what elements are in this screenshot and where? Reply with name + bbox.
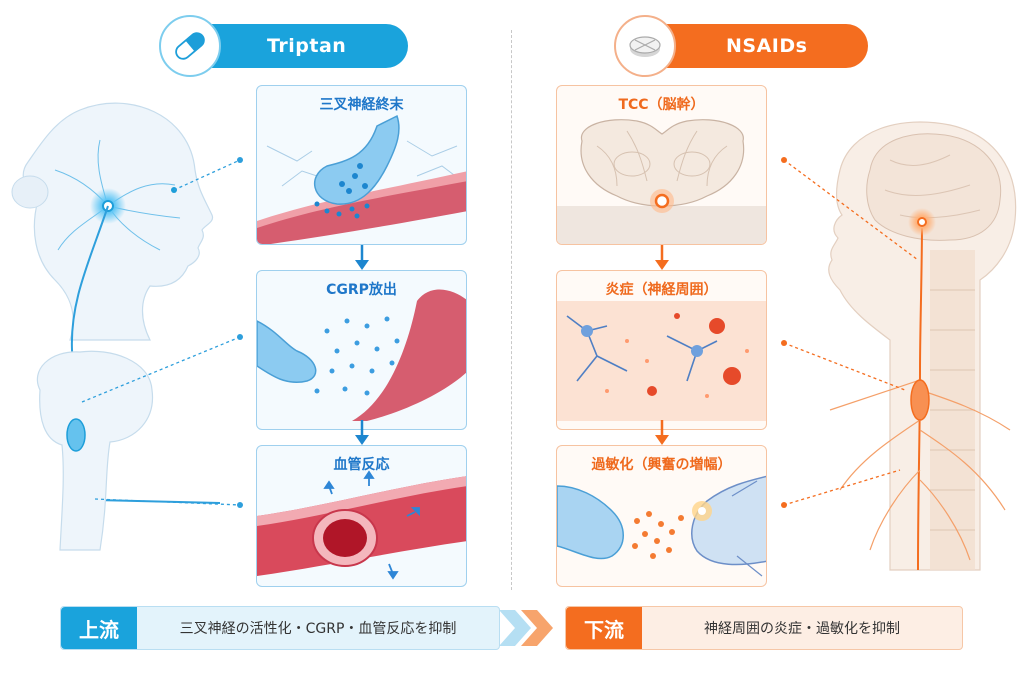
panel-title: 血管反応 <box>257 454 466 474</box>
triptan-title: Triptan <box>267 35 346 57</box>
panel-title: 三叉神経終末 <box>257 94 466 114</box>
panel-inflammation: 炎症（神経周囲） <box>556 270 767 430</box>
downstream-text: 神経周囲の炎症・過敏化を抑制 <box>642 607 962 649</box>
panel-title: 過敏化（興奮の増幅） <box>557 454 766 474</box>
arrow-down-icon <box>652 420 672 446</box>
panel-sensitization: 過敏化（興奮の増幅） <box>556 445 767 587</box>
upstream-text: 三叉神経の活性化・CGRP・血管反応を抑制 <box>137 607 499 649</box>
arrow-down-icon <box>352 245 372 271</box>
panel-title: TCC（脳幹） <box>557 94 766 114</box>
arrow-down-icon <box>652 245 672 271</box>
triptan-header: Triptan <box>173 24 408 68</box>
downstream-tag: 下流 <box>566 607 642 649</box>
panel-trigeminal-ending: 三叉神経終末 <box>256 85 467 245</box>
arrow-down-icon <box>352 420 372 446</box>
panel-title: CGRP放出 <box>257 279 466 299</box>
panel-vascular-response: 血管反応 <box>256 445 467 587</box>
capsule-icon <box>159 15 221 77</box>
tablet-icon <box>614 15 676 77</box>
upstream-tag: 上流 <box>61 607 137 649</box>
center-divider <box>511 30 512 590</box>
upstream-summary-bar: 上流 三叉神経の活性化・CGRP・血管反応を抑制 <box>60 606 500 650</box>
nsaids-connectors <box>770 0 1024 683</box>
panel-title: 炎症（神経周囲） <box>557 279 766 299</box>
downstream-summary-bar: 下流 神経周囲の炎症・過敏化を抑制 <box>565 606 963 650</box>
triptan-connectors <box>0 0 260 683</box>
panel-cgrp-release: CGRP放出 <box>256 270 467 430</box>
double-chevron-right-icon <box>497 606 557 650</box>
panel-tcc-brainstem: TCC（脳幹） <box>556 85 767 245</box>
